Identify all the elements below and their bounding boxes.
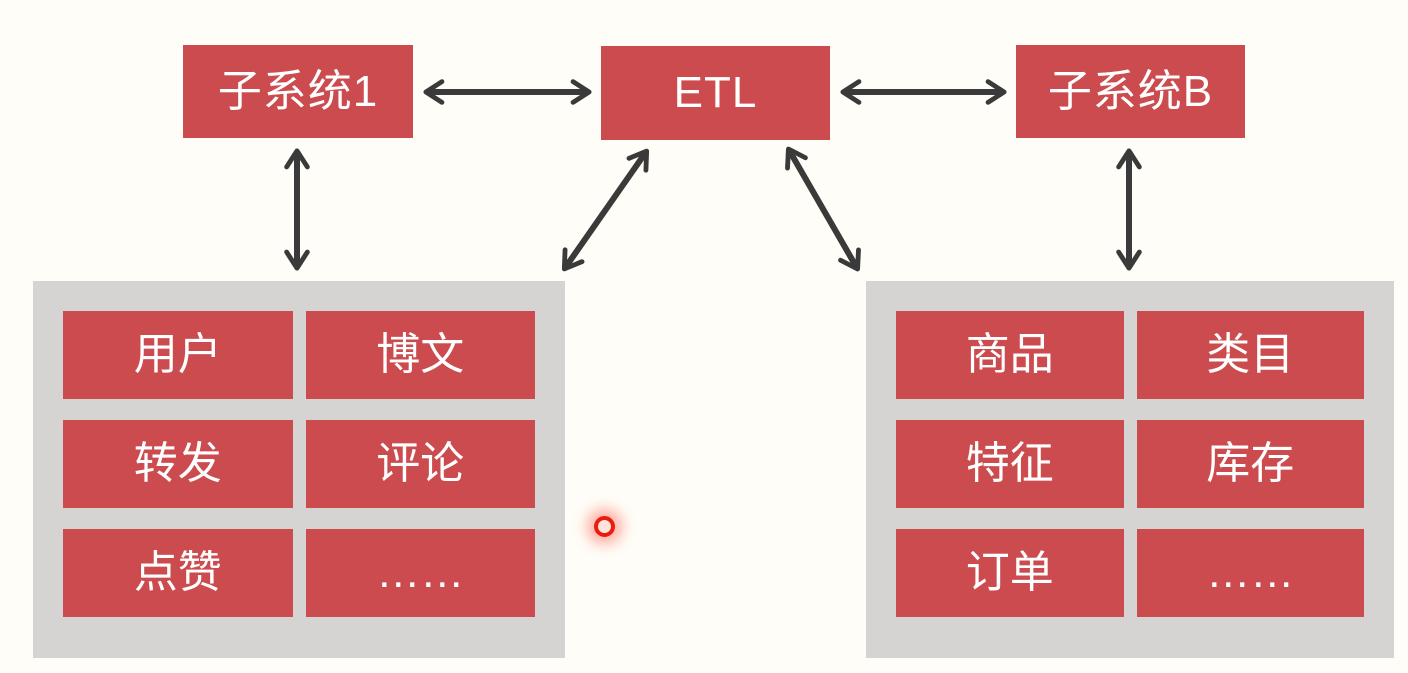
node-subsystemB: 子系统B xyxy=(1016,45,1245,138)
node-etl: ETL xyxy=(601,46,830,140)
laser-pointer-dot xyxy=(594,516,615,537)
cell-more-left: …… xyxy=(305,529,535,617)
cell-likes: 点赞 xyxy=(63,529,293,617)
cell-products: 商品 xyxy=(896,311,1124,399)
cell-users: 用户 xyxy=(63,311,293,399)
node-subsystem1: 子系统1 xyxy=(183,45,413,138)
cell-features: 特征 xyxy=(896,420,1124,508)
cell-comments: 评论 xyxy=(305,420,535,508)
left-data-group: 用户 博文 转发 评论 点赞 …… xyxy=(33,281,565,658)
cell-categories: 类目 xyxy=(1136,311,1364,399)
cell-inventory: 库存 xyxy=(1136,420,1364,508)
arrow-etl-rightgroup xyxy=(785,146,861,272)
cell-orders: 订单 xyxy=(896,529,1124,617)
cell-more-right: …… xyxy=(1136,529,1364,617)
right-data-group: 商品 类目 特征 库存 订单 …… xyxy=(866,281,1394,658)
arrow-etl-leftgroup xyxy=(561,148,650,272)
cell-posts: 博文 xyxy=(305,311,535,399)
cell-reposts: 转发 xyxy=(63,420,293,508)
